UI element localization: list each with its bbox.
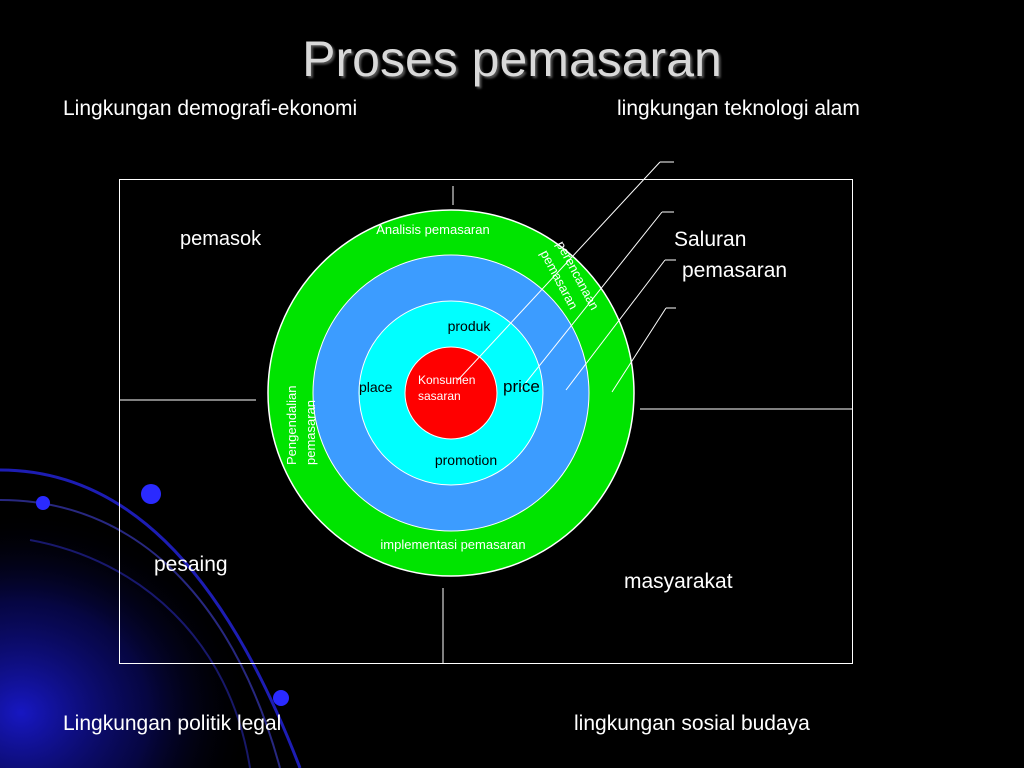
slide-title: Proses pemasaran: [302, 31, 722, 87]
decor-dot: [141, 484, 161, 504]
label-core-2: sasaran: [418, 389, 461, 403]
label-competitor: pesaing: [154, 553, 228, 576]
label-price: price: [503, 377, 540, 396]
callout-line: [611, 307, 667, 393]
callout-line: [519, 211, 663, 391]
label-society: masyarakat: [624, 570, 733, 593]
label-analysis: Analisis pemasaran: [376, 222, 489, 237]
environment-frame: [119, 179, 853, 664]
label-place: place: [359, 379, 393, 395]
label-implementation: implementasi pemasaran: [380, 537, 525, 552]
callout-line: [457, 161, 661, 381]
label-core-1: Konsumen: [418, 373, 475, 387]
env-social-cultural: lingkungan sosial budaya: [574, 712, 810, 735]
label-product: produk: [448, 318, 492, 334]
decor-dot: [36, 496, 50, 510]
label-supplier: pemasok: [180, 228, 262, 250]
env-demographic-economic: Lingkungan demografi-ekonomi: [63, 97, 358, 120]
label-control-1: Pengendalian: [284, 385, 299, 465]
label-control-2: pemasaran: [303, 400, 318, 465]
callout-line: [565, 259, 666, 391]
label-channel-2: pemasaran: [682, 259, 788, 282]
env-political-legal: Lingkungan politik legal: [63, 712, 282, 735]
core-circle: [404, 346, 498, 440]
env-technology-nature: lingkungan teknologi alam: [617, 97, 860, 120]
label-promotion: promotion: [435, 452, 497, 468]
decor-dot: [273, 690, 289, 706]
label-channel-1: Saluran: [674, 228, 747, 251]
